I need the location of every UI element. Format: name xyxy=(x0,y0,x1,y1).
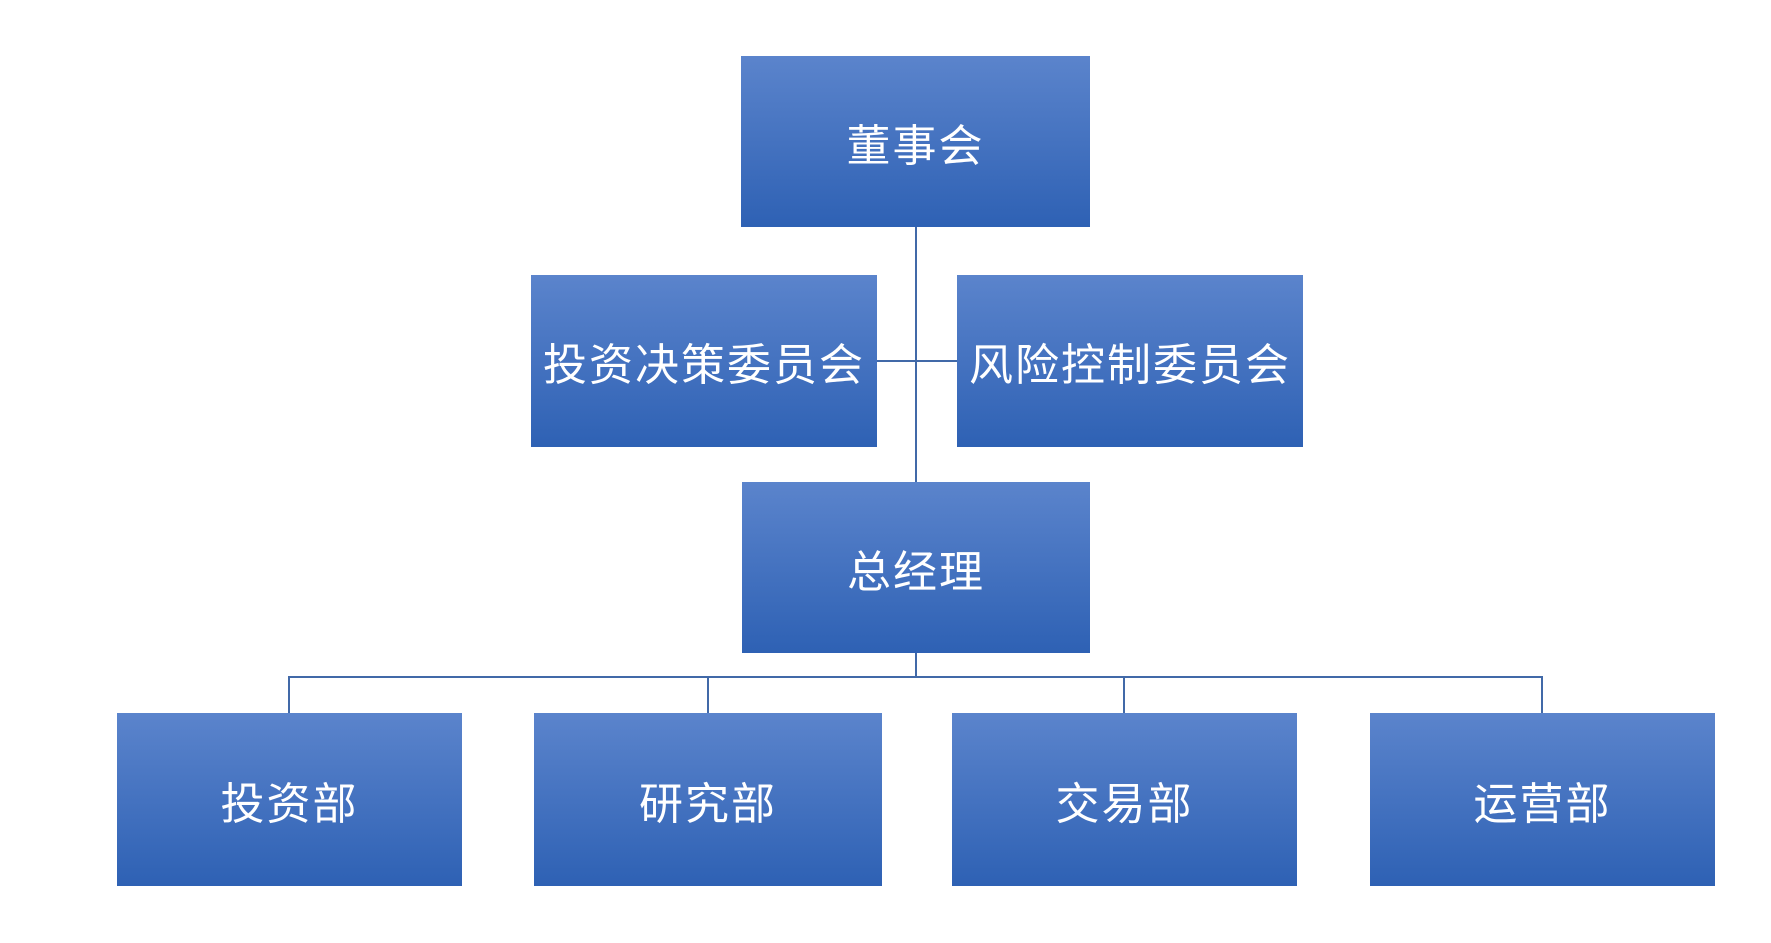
connector-drop-operations-dept xyxy=(1541,676,1543,713)
node-general-manager-label: 总经理 xyxy=(847,546,985,598)
node-board: 董事会 xyxy=(741,56,1090,227)
connector-board-to-general-manager xyxy=(915,227,917,482)
node-board-label: 董事会 xyxy=(846,120,985,172)
node-risk-committee-label: 风险控制委员会 xyxy=(969,340,1291,391)
connector-committees-horizontal xyxy=(877,360,957,362)
node-risk-committee: 风险控制委员会 xyxy=(957,275,1303,447)
node-investment-dept-label: 投资部 xyxy=(220,778,359,830)
node-trading-dept-label: 交易部 xyxy=(1055,778,1194,830)
connector-drop-investment-dept xyxy=(288,676,290,713)
connector-departments-horizontal xyxy=(288,676,1543,678)
node-investment-dept: 投资部 xyxy=(117,713,462,886)
connector-general-manager-drop xyxy=(915,653,917,678)
node-research-dept: 研究部 xyxy=(534,713,882,886)
node-investment-committee-label: 投资决策委员会 xyxy=(543,340,865,391)
node-trading-dept: 交易部 xyxy=(952,713,1297,886)
node-operations-dept-label: 运营部 xyxy=(1473,778,1612,830)
node-operations-dept: 运营部 xyxy=(1370,713,1715,886)
connector-drop-research-dept xyxy=(707,676,709,713)
node-investment-committee: 投资决策委员会 xyxy=(531,275,877,447)
node-general-manager: 总经理 xyxy=(742,482,1090,653)
node-research-dept-label: 研究部 xyxy=(639,778,777,830)
connector-drop-trading-dept xyxy=(1123,676,1125,713)
